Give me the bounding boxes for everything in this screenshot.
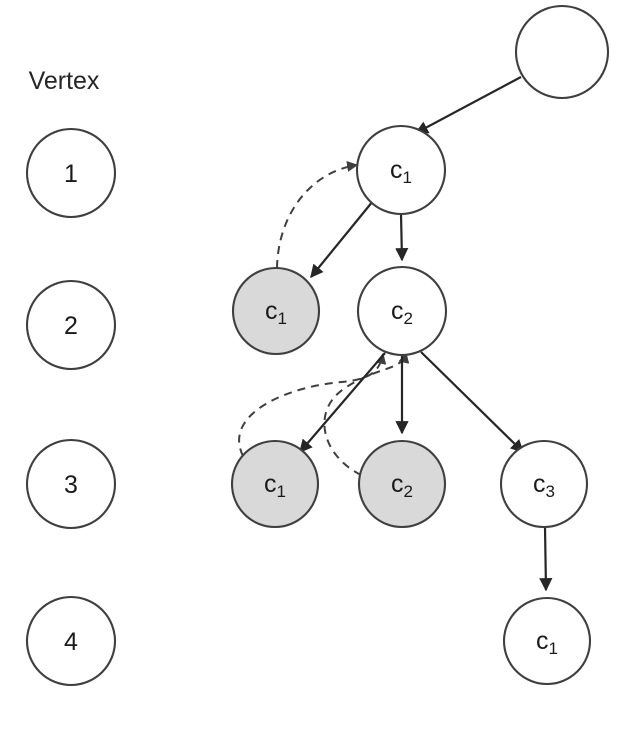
tree-node-n-l3-c3[interactable]	[499, 439, 589, 529]
tree-node-n-l2-c2[interactable]	[356, 265, 448, 357]
dashed-edges-layer	[238, 161, 410, 476]
tree-node-n-l1-c1-label: c1	[390, 156, 412, 187]
edge-l2c2-to-l3c1	[299, 352, 386, 454]
tree-node-n-l3-c1[interactable]	[230, 439, 320, 529]
dashed-l3c1-to-l2c2	[238, 352, 387, 457]
vertex-level-4-label: 4	[64, 628, 78, 656]
tree-node-n-l2-c2-label: c2	[391, 297, 413, 328]
dashed-l2c1-to-l1c1	[276, 161, 359, 269]
tree-node-root[interactable]	[514, 4, 610, 100]
tree-node-n-l3-c2-label: c2	[391, 470, 413, 501]
edge-l2c2-to-l3c3	[420, 351, 524, 453]
tree-node-n-l3-c2[interactable]	[357, 439, 447, 529]
dashed-l3c2-to-l2c2	[323, 351, 410, 476]
vertex-level-3-label: 3	[64, 471, 78, 499]
tree-node-n-l4-c1-label: c1	[536, 627, 558, 658]
vertex-level-4[interactable]	[25, 595, 117, 687]
solid-edges-layer	[299, 76, 553, 592]
tree-node-n-l4-c1[interactable]	[502, 596, 592, 686]
vertex-column-title: Vertex	[29, 67, 100, 95]
vertex-level-3[interactable]	[25, 438, 117, 530]
tree-node-n-l2-c1[interactable]	[231, 266, 321, 356]
tree-nodes-layer: c1 c1 c2 c1 c2 c3 c1	[230, 4, 610, 686]
tree-node-n-l3-c3-label: c3	[533, 470, 555, 501]
tree-node-n-l1-c1[interactable]	[355, 124, 447, 216]
edge-l1c1-to-l2c2	[395, 213, 409, 262]
vertex-level-2[interactable]	[25, 279, 117, 371]
edge-root-to-l1c1	[414, 76, 522, 134]
tree-node-n-l3-c1-label: c1	[264, 470, 286, 501]
edge-l3c3-to-l4c1	[539, 526, 553, 592]
edge-l1c1-to-l2c1	[310, 200, 374, 279]
vertex-level-2-label: 2	[64, 312, 78, 340]
vertex-legend: Vertex 1 2 3 4	[25, 67, 117, 687]
vertex-level-1[interactable]	[25, 127, 117, 219]
tree-node-n-l2-c1-label: c1	[265, 297, 287, 328]
vertex-level-1-label: 1	[64, 160, 78, 188]
